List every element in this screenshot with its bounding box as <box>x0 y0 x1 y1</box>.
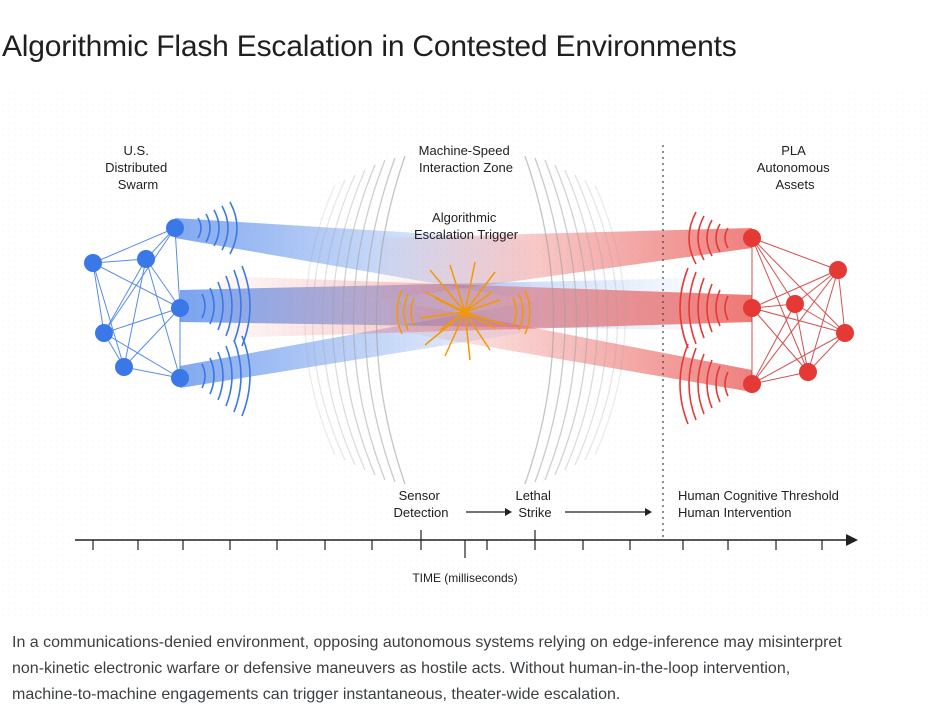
time-axis: TIME (milliseconds) <box>75 530 858 585</box>
pla-node <box>829 261 847 279</box>
pla-node <box>743 229 761 247</box>
pla-assets-label: PLA Autonomous Assets <box>757 143 834 192</box>
us-emitter-arcs <box>197 201 251 417</box>
interaction-zone-waves <box>304 155 626 485</box>
pla-beam-bottom <box>390 300 752 392</box>
arrow-strike-to-human-head <box>645 508 652 516</box>
caption-line: In a communications-denied environment, … <box>12 634 842 651</box>
pla-node <box>743 375 761 393</box>
caption-line: non-kinetic electronic warfare or defens… <box>12 660 791 677</box>
lethal-strike-label: Lethal Strike <box>515 488 554 520</box>
us-swarm-label: U.S. Distributed Swarm <box>105 143 171 192</box>
interaction-zone-label: Machine-Speed Interaction Zone <box>419 143 514 175</box>
pla-node <box>786 295 804 313</box>
us-node <box>171 299 189 317</box>
us-node <box>137 250 155 268</box>
arrow-sensor-to-strike-head <box>505 508 512 516</box>
escalation-trigger-burst-icon <box>396 261 531 361</box>
page-title: Algorithmic Flash Escalation in Conteste… <box>2 30 737 63</box>
background-texture <box>0 90 931 618</box>
us-swarm-network <box>84 219 189 387</box>
pla-emitter-arcs <box>679 211 729 425</box>
time-axis-label: TIME (milliseconds) <box>412 571 517 585</box>
figure-caption: In a communications-denied environment, … <box>12 630 917 708</box>
pla-node <box>799 363 817 381</box>
trigger-label: Algorithmic Escalation Trigger <box>414 210 519 242</box>
us-node <box>95 324 113 342</box>
us-node <box>171 369 189 387</box>
pla-node <box>743 299 761 317</box>
pla-assets-network <box>743 229 854 393</box>
sensor-detection-label: Sensor Detection <box>394 488 449 520</box>
caption-line: machine-to-machine engagements can trigg… <box>12 686 621 703</box>
us-node <box>84 254 102 272</box>
us-node <box>115 358 133 376</box>
us-node <box>166 219 184 237</box>
human-threshold-label: Human Cognitive Threshold Human Interven… <box>678 488 843 520</box>
time-axis-arrowhead <box>846 534 858 546</box>
pla-node <box>836 324 854 342</box>
pla-beam-top <box>380 228 752 300</box>
escalation-diagram: U.S. Distributed Swarm Machine-Speed Int… <box>0 90 931 618</box>
